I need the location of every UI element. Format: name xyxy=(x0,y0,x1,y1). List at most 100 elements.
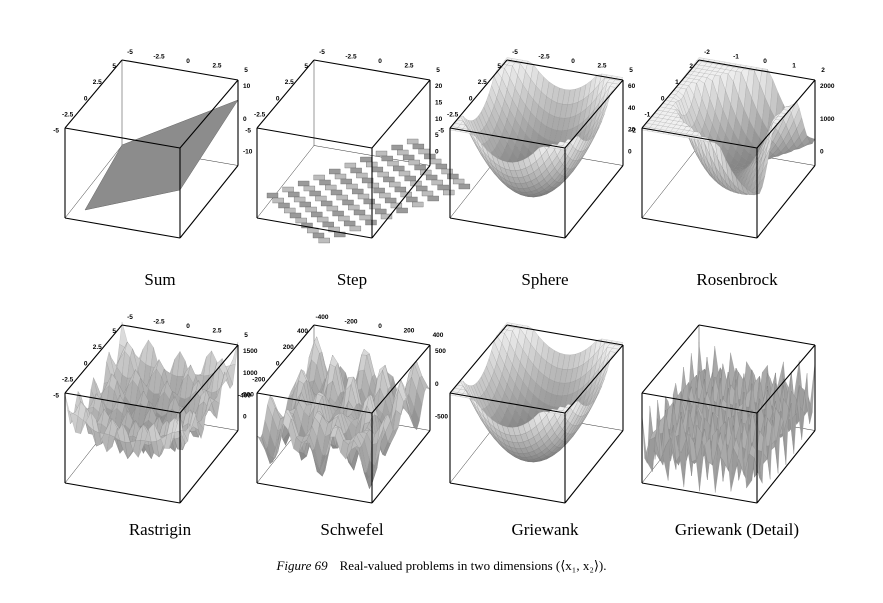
step-cell xyxy=(297,180,310,187)
surface-plot xyxy=(641,324,816,504)
step-cell xyxy=(289,212,302,219)
surface xyxy=(64,321,239,460)
cube-edge xyxy=(179,79,239,149)
step-cell xyxy=(305,206,317,213)
cube-edge xyxy=(564,344,624,414)
step-cell xyxy=(312,232,325,239)
step-cell xyxy=(421,190,434,197)
step-cell xyxy=(408,159,420,166)
cube-edge xyxy=(449,127,566,149)
cube-edge xyxy=(64,392,181,414)
tick-label-top: 5 xyxy=(436,67,440,74)
tick-label-right: 5 xyxy=(435,132,439,139)
tick-label-left: 5 xyxy=(497,63,501,70)
tick-label-left: -5 xyxy=(53,128,59,135)
cube-edge xyxy=(506,59,624,81)
cube-edge xyxy=(641,482,758,504)
tick-label-top: -400 xyxy=(315,314,328,321)
step-cell xyxy=(371,166,384,173)
step-cell xyxy=(396,207,408,214)
step-cell xyxy=(427,195,439,202)
step-cell xyxy=(334,173,347,180)
surface-facet xyxy=(366,472,375,489)
tick-label-top: -5 xyxy=(319,49,325,56)
surface xyxy=(449,322,624,463)
step-cell xyxy=(293,196,306,203)
step-cell xyxy=(343,220,356,227)
step-cell xyxy=(295,217,307,224)
cube-edge xyxy=(641,324,700,394)
cube-edge xyxy=(64,482,181,504)
tick-label-left: 2.5 xyxy=(285,79,294,86)
tick-label-top: 5 xyxy=(244,332,248,339)
tick-label-right: 1000 xyxy=(243,370,258,377)
step-cell xyxy=(359,214,371,221)
step-cell xyxy=(414,164,426,171)
step-cell xyxy=(452,178,465,185)
tick-label-left: -2 xyxy=(630,128,636,135)
surface xyxy=(256,336,431,489)
plot-panel-griewank-detail: Griewank (Detail) xyxy=(637,305,837,539)
cube-edge xyxy=(64,217,181,239)
tick-label-right: 2000 xyxy=(820,83,835,90)
tick-label-left: 5 xyxy=(304,63,308,70)
step-cell xyxy=(315,195,327,202)
cube-edge xyxy=(449,217,566,239)
step-cell xyxy=(353,209,366,216)
tick-label-right: 40 xyxy=(628,105,636,112)
cube-edge xyxy=(449,59,508,129)
cube-edge xyxy=(256,59,315,129)
tick-label-top: 400 xyxy=(433,332,444,339)
step-cell xyxy=(311,211,323,218)
tick-label-right: 20 xyxy=(435,83,443,90)
cube-edge xyxy=(564,79,624,149)
tick-label-right: 500 xyxy=(435,348,446,355)
step-cell xyxy=(441,168,453,175)
step-cell xyxy=(322,221,334,228)
tick-label-left: 0 xyxy=(661,95,665,102)
step-cell xyxy=(349,225,362,232)
cube-edge xyxy=(256,324,315,394)
step-cell xyxy=(458,183,471,190)
cube-edge xyxy=(449,482,566,504)
step-cell xyxy=(381,155,393,162)
step-cell xyxy=(443,189,455,196)
tick-label-left: 0 xyxy=(84,95,88,102)
step-cell xyxy=(356,172,368,179)
step-cell xyxy=(429,158,442,165)
cube-edge xyxy=(179,165,239,239)
step-cell xyxy=(447,173,459,180)
cube-edge xyxy=(64,59,123,129)
cube-edge xyxy=(371,165,431,239)
step-cell xyxy=(318,237,330,244)
step-cell xyxy=(266,192,279,199)
step-cell xyxy=(373,187,385,194)
surface-facet xyxy=(174,414,183,433)
step-cell xyxy=(397,149,409,156)
tick-label-top: 0 xyxy=(378,323,382,330)
step-cell xyxy=(402,154,415,161)
tick-label-left: -5 xyxy=(245,128,251,135)
tick-label-left: -5 xyxy=(438,128,444,135)
plot-title: Griewank (Detail) xyxy=(674,520,800,539)
tick-label-right: -10 xyxy=(243,149,253,156)
tick-label-top: 0 xyxy=(186,58,190,65)
step-cell xyxy=(393,165,405,172)
surface-facet xyxy=(229,341,239,366)
tick-label-left: 5 xyxy=(112,63,116,70)
tick-label-left: -2.5 xyxy=(254,111,266,118)
tick-label-top: -2 xyxy=(704,49,710,56)
step-cell xyxy=(365,219,377,226)
step-cell xyxy=(391,144,403,151)
cube-back-edge xyxy=(64,145,123,219)
step-cell xyxy=(357,193,370,200)
step-cell xyxy=(367,182,380,189)
cube-edge xyxy=(641,217,758,239)
